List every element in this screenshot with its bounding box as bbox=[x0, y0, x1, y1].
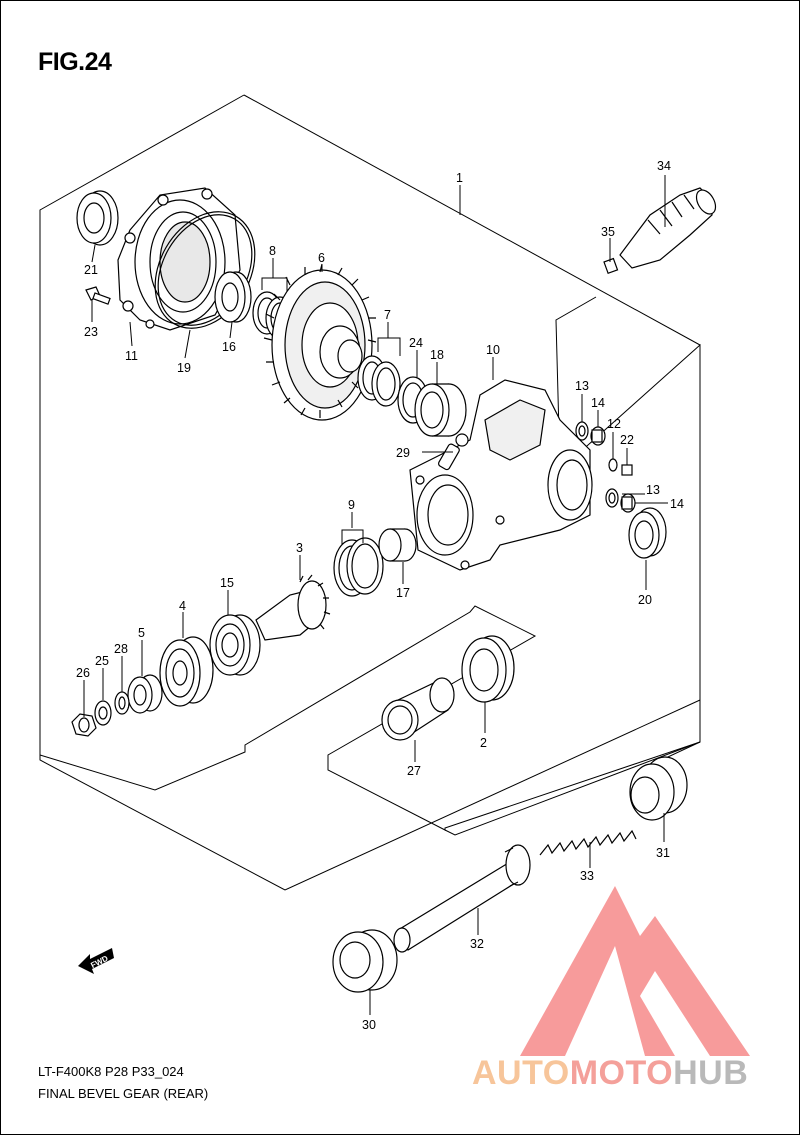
callout-10: 10 bbox=[486, 343, 500, 357]
callout-13a: 13 bbox=[575, 379, 589, 393]
assembly-outline bbox=[39, 94, 701, 831]
watermark-logo-icon bbox=[520, 886, 750, 1056]
callout-18: 18 bbox=[430, 348, 444, 362]
callout-23: 23 bbox=[84, 325, 98, 339]
leader-lines bbox=[83, 175, 668, 1015]
callout-7: 7 bbox=[384, 308, 391, 322]
part-collar-5 bbox=[127, 674, 163, 714]
assembly-outline-top bbox=[243, 94, 701, 346]
callout-2: 2 bbox=[480, 736, 487, 750]
part-bearing-15 bbox=[209, 614, 261, 676]
part-coupling-27 bbox=[381, 677, 455, 741]
callout-24: 24 bbox=[409, 336, 423, 350]
callout-21: 21 bbox=[84, 263, 98, 277]
callout-12: 12 bbox=[607, 417, 621, 431]
callout-34: 34 bbox=[657, 159, 671, 173]
part-spring-33 bbox=[539, 829, 637, 856]
callout-31: 31 bbox=[656, 846, 670, 860]
callout-25: 25 bbox=[95, 654, 109, 668]
assembly-outline-inner bbox=[444, 741, 701, 836]
part-shim-9 bbox=[333, 537, 384, 597]
part-boot-34 bbox=[619, 187, 717, 269]
part-washer-12 bbox=[608, 458, 618, 472]
part-washer-13b bbox=[605, 488, 619, 508]
callout-30: 30 bbox=[362, 1018, 376, 1032]
watermark-part-1: AUTO bbox=[472, 1054, 570, 1092]
callout-15: 15 bbox=[220, 576, 234, 590]
callout-13b: 13 bbox=[646, 483, 660, 497]
callout-14b: 14 bbox=[670, 497, 684, 511]
part-propeller-shaft-32 bbox=[393, 844, 531, 953]
callout-1: 1 bbox=[456, 171, 463, 185]
part-washer-13a bbox=[575, 421, 589, 441]
part-bevel-gear-6 bbox=[263, 263, 377, 421]
part-bearing-16 bbox=[214, 271, 252, 323]
callout-6: 6 bbox=[318, 251, 325, 265]
callout-8: 8 bbox=[269, 244, 276, 258]
callout-26: 26 bbox=[76, 666, 90, 680]
callout-5: 5 bbox=[138, 626, 145, 640]
model-code: LT-F400K8 P28 P33_024 bbox=[38, 1064, 184, 1079]
bracket-9 bbox=[341, 529, 364, 545]
diagram-title: FINAL BEVEL GEAR (REAR) bbox=[38, 1086, 209, 1101]
assembly-outline-bottom bbox=[39, 699, 701, 891]
part-nut-26 bbox=[71, 713, 97, 737]
callout-9: 9 bbox=[348, 498, 355, 512]
part-oil-seal-21 bbox=[76, 190, 119, 246]
callout-3: 3 bbox=[296, 541, 303, 555]
part-bolt-23 bbox=[85, 286, 111, 305]
watermark-text: AUTOMOTOHUB bbox=[472, 1054, 748, 1093]
callout-17: 17 bbox=[396, 586, 410, 600]
callout-19: 19 bbox=[177, 361, 191, 375]
part-oil-seal-20 bbox=[628, 507, 667, 559]
part-bearing-4 bbox=[159, 636, 214, 707]
callout-11: 11 bbox=[125, 349, 138, 363]
part-oil-seal-2 bbox=[461, 635, 515, 703]
part-plug-14b bbox=[620, 493, 636, 513]
part-gear-case-10 bbox=[409, 379, 593, 571]
watermark-part-2: MOTO bbox=[569, 1054, 674, 1092]
callout-35: 35 bbox=[601, 225, 615, 239]
callout-28: 28 bbox=[114, 642, 128, 656]
bracket-8 bbox=[261, 277, 288, 292]
part-washer-28 bbox=[114, 691, 130, 715]
callout-16: 16 bbox=[222, 340, 236, 354]
callout-32: 32 bbox=[470, 937, 484, 951]
part-bolt-22 bbox=[621, 464, 633, 476]
part-plug-14a bbox=[590, 426, 606, 446]
callout-22: 22 bbox=[620, 433, 634, 447]
part-shim-7 bbox=[357, 355, 401, 407]
part-clamp-35 bbox=[603, 257, 619, 275]
callout-labels: 1 2 3 4 5 6 7 8 9 10 11 12 13 13 14 14 1… bbox=[76, 159, 684, 1032]
part-bearing-18 bbox=[414, 383, 467, 437]
callout-29: 29 bbox=[396, 446, 410, 460]
part-joint-30 bbox=[332, 929, 398, 993]
part-breather-29 bbox=[437, 433, 469, 471]
callout-27: 27 bbox=[407, 764, 421, 778]
callout-14a: 14 bbox=[591, 396, 605, 410]
watermark-part-3: HUB bbox=[673, 1054, 749, 1092]
part-pinion-gear-3 bbox=[255, 574, 331, 641]
callout-33: 33 bbox=[580, 869, 594, 883]
fwd-arrow-icon: FWD bbox=[78, 948, 114, 974]
callout-4: 4 bbox=[179, 599, 186, 613]
callout-20: 20 bbox=[638, 593, 652, 607]
figure-title: FIG.24 bbox=[38, 48, 112, 76]
part-washer-25 bbox=[94, 700, 112, 726]
part-damper-31 bbox=[629, 756, 688, 821]
bracket-7 bbox=[377, 337, 401, 356]
part-needle-bearing-17 bbox=[378, 528, 417, 562]
